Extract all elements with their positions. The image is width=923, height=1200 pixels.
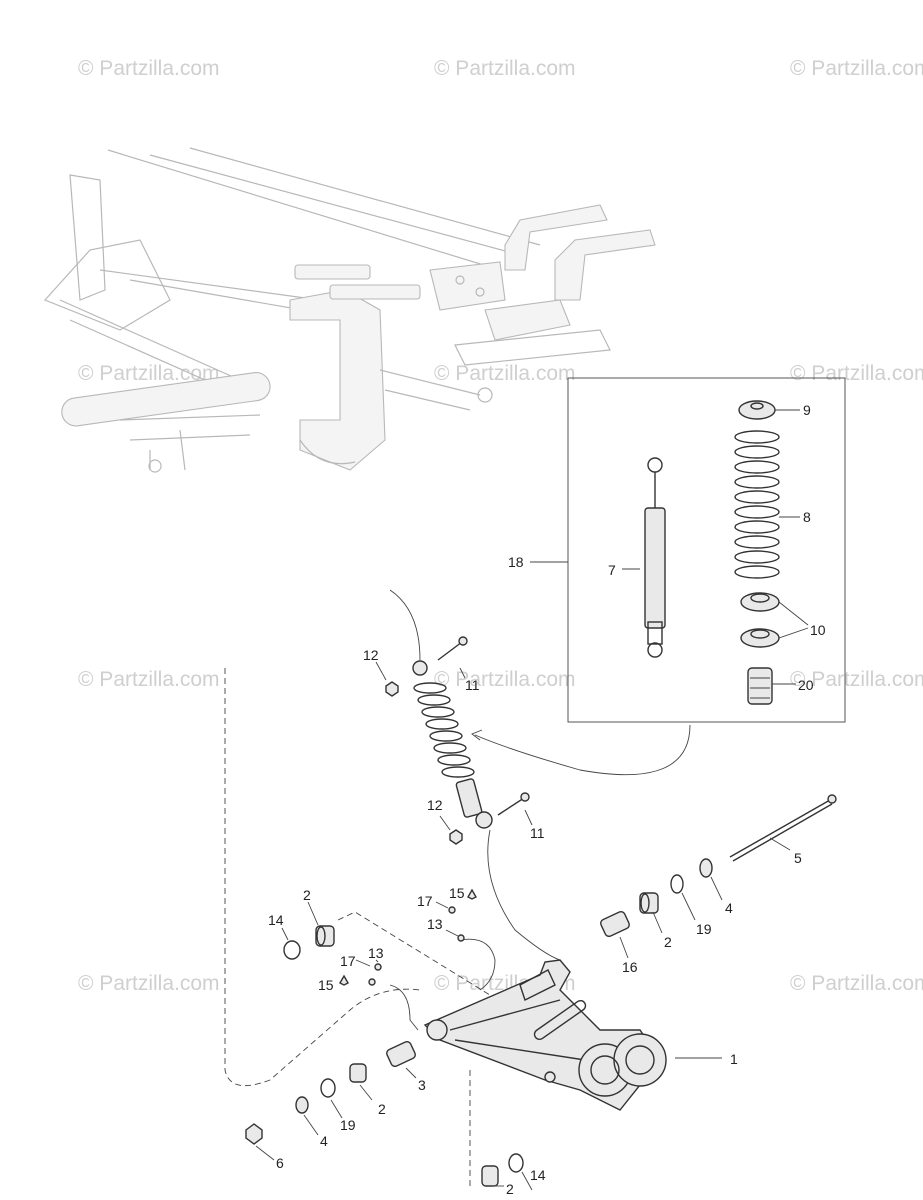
watermark: © Partzilla.com <box>78 972 220 995</box>
callout-20: 20 <box>798 677 814 693</box>
callout-14: 14 <box>268 912 284 928</box>
callout-19: 19 <box>696 921 712 937</box>
bump-stop-20 <box>747 667 773 705</box>
callout-2: 2 <box>303 887 311 903</box>
callout-12: 12 <box>427 797 443 813</box>
callout-2: 2 <box>664 934 672 950</box>
callout-4: 4 <box>725 900 733 916</box>
watermark: © Partzilla.com <box>790 57 923 80</box>
watermark: © Partzilla.com <box>790 668 923 691</box>
callout-18: 18 <box>508 554 524 570</box>
coil-spring-8 <box>734 430 780 579</box>
right-side-hardware <box>600 858 713 938</box>
spring-retainer-10 <box>740 592 780 648</box>
inset-border <box>567 377 846 723</box>
shock-assembly-inset <box>530 377 846 723</box>
callout-13: 13 <box>427 916 443 932</box>
callout-17: 17 <box>417 893 433 909</box>
watermark: © Partzilla.com <box>790 362 923 385</box>
installed-shock <box>412 660 493 829</box>
callout-12: 12 <box>363 647 379 663</box>
callout-10: 10 <box>810 622 826 638</box>
callout-3: 3 <box>418 1077 426 1093</box>
callout-15: 15 <box>449 885 465 901</box>
callout-15: 15 <box>318 977 334 993</box>
watermark: © Partzilla.com <box>78 57 220 80</box>
callout-labels: 1 2 2 2 2 3 4 4 5 6 7 8 9 10 11 11 12 12… <box>268 402 826 1197</box>
callout-8: 8 <box>803 509 811 525</box>
connection-lines <box>224 589 691 1190</box>
bolts-and-nuts <box>385 636 530 845</box>
callout-7: 7 <box>608 562 616 578</box>
callout-1: 1 <box>730 1051 738 1067</box>
callout-2: 2 <box>378 1101 386 1117</box>
watermark: © Partzilla.com <box>434 57 576 80</box>
watermark: © Partzilla.com <box>434 668 576 691</box>
watermark: © Partzilla.com <box>78 668 220 691</box>
shock-absorber-7 <box>644 457 666 658</box>
watermark: © Partzilla.com <box>434 362 576 385</box>
callout-17: 17 <box>340 953 356 969</box>
callout-4: 4 <box>320 1133 328 1149</box>
chassis-frame-illustration <box>43 147 656 473</box>
callout-5: 5 <box>794 850 802 866</box>
spring-cap-9 <box>738 400 776 420</box>
watermark: © Partzilla.com <box>78 362 220 385</box>
rear-arm-1 <box>423 959 667 1111</box>
grease-fittings <box>339 888 477 986</box>
callout-13: 13 <box>368 945 384 961</box>
callout-2: 2 <box>506 1181 514 1197</box>
shaft-5 <box>729 794 837 862</box>
callout-leaders <box>255 661 791 1191</box>
callout-6: 6 <box>276 1155 284 1171</box>
callout-9: 9 <box>803 402 811 418</box>
callout-14: 14 <box>530 1167 546 1183</box>
callout-19: 19 <box>340 1117 356 1133</box>
callout-11: 11 <box>530 825 545 841</box>
left-side-hardware <box>245 925 524 1187</box>
callout-11: 11 <box>465 677 480 693</box>
watermark: © Partzilla.com <box>790 972 923 995</box>
callout-16: 16 <box>622 959 638 975</box>
